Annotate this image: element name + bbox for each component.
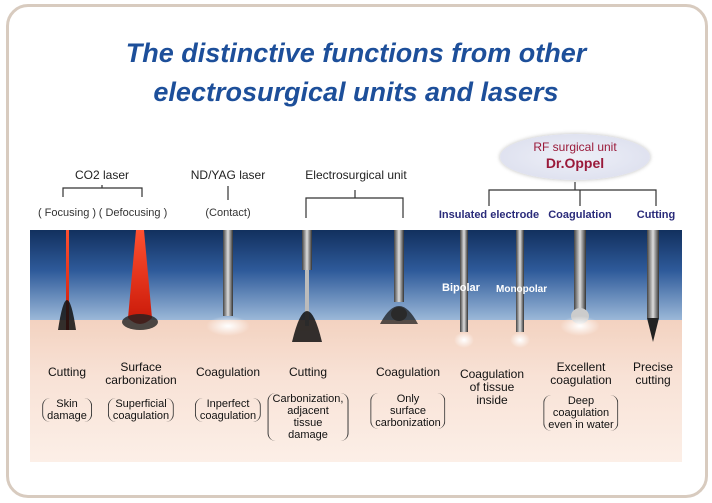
rf-surgical-unit-badge: RF surgical unit Dr.Oppel bbox=[500, 134, 650, 180]
ndyag-probe bbox=[223, 230, 233, 316]
rf-title: RF surgical unit bbox=[533, 140, 617, 154]
rf-coag-probe bbox=[574, 230, 586, 310]
rf-cut-tip bbox=[647, 318, 659, 342]
tissue-region bbox=[30, 320, 682, 462]
monopolar-probe bbox=[516, 230, 524, 332]
bipolar-glow bbox=[454, 332, 474, 348]
focusing-label: ( Focusing ) bbox=[37, 207, 97, 219]
column-1-label: Cutting bbox=[47, 365, 87, 379]
title-line-1: The distinctive functions from other bbox=[125, 38, 587, 68]
cutting-smoke bbox=[292, 311, 322, 342]
monopolar-glow bbox=[510, 332, 530, 348]
rf-coagulation-label: Coagulation bbox=[548, 209, 612, 221]
monopolar-label: Monopolar bbox=[496, 284, 548, 295]
esu-coag-probe bbox=[394, 230, 404, 302]
bipolar-probe bbox=[460, 230, 468, 332]
skin-damage-smoke bbox=[58, 300, 76, 330]
column-5-label: Coagulation bbox=[375, 365, 441, 379]
rf-bracket bbox=[488, 182, 657, 206]
co2-focused-beam bbox=[66, 230, 69, 330]
bipolar-label: Bipolar bbox=[442, 282, 480, 294]
column-3-label: Coagulation bbox=[195, 365, 261, 379]
column-4-label: Cutting bbox=[288, 365, 328, 379]
ndyag-laser-label: ND/YAG laser bbox=[190, 168, 266, 182]
co2-laser-label: CO2 laser bbox=[74, 168, 130, 182]
title-line-2: electrosurgical units and lasers bbox=[153, 77, 559, 107]
rf-cut-probe bbox=[647, 230, 659, 318]
insulated-electrode-label: Insulated electrode bbox=[438, 209, 540, 221]
ndyag-glow bbox=[206, 316, 250, 336]
electrosurgical-unit-label: Electrosurgical unit bbox=[305, 168, 407, 182]
rf-cutting-label: Cutting bbox=[636, 209, 676, 221]
surface-carbonization bbox=[380, 306, 418, 324]
rf-name: Dr.Oppel bbox=[545, 155, 605, 171]
defocusing-label: ( Defocusing ) bbox=[98, 207, 168, 219]
instruments-svg bbox=[58, 230, 659, 348]
esu-bracket bbox=[305, 190, 404, 218]
carbonization-mark bbox=[122, 314, 158, 330]
esu-cutting-tip bbox=[305, 270, 309, 326]
esu-cutting-probe bbox=[302, 230, 312, 270]
co2-defocused-beam bbox=[128, 230, 152, 324]
contact-label: (Contact) bbox=[205, 207, 251, 219]
illustration-panel: Bipolar Monopolar bbox=[30, 230, 682, 462]
co2-bracket bbox=[62, 185, 143, 197]
rf-glow bbox=[560, 316, 600, 336]
